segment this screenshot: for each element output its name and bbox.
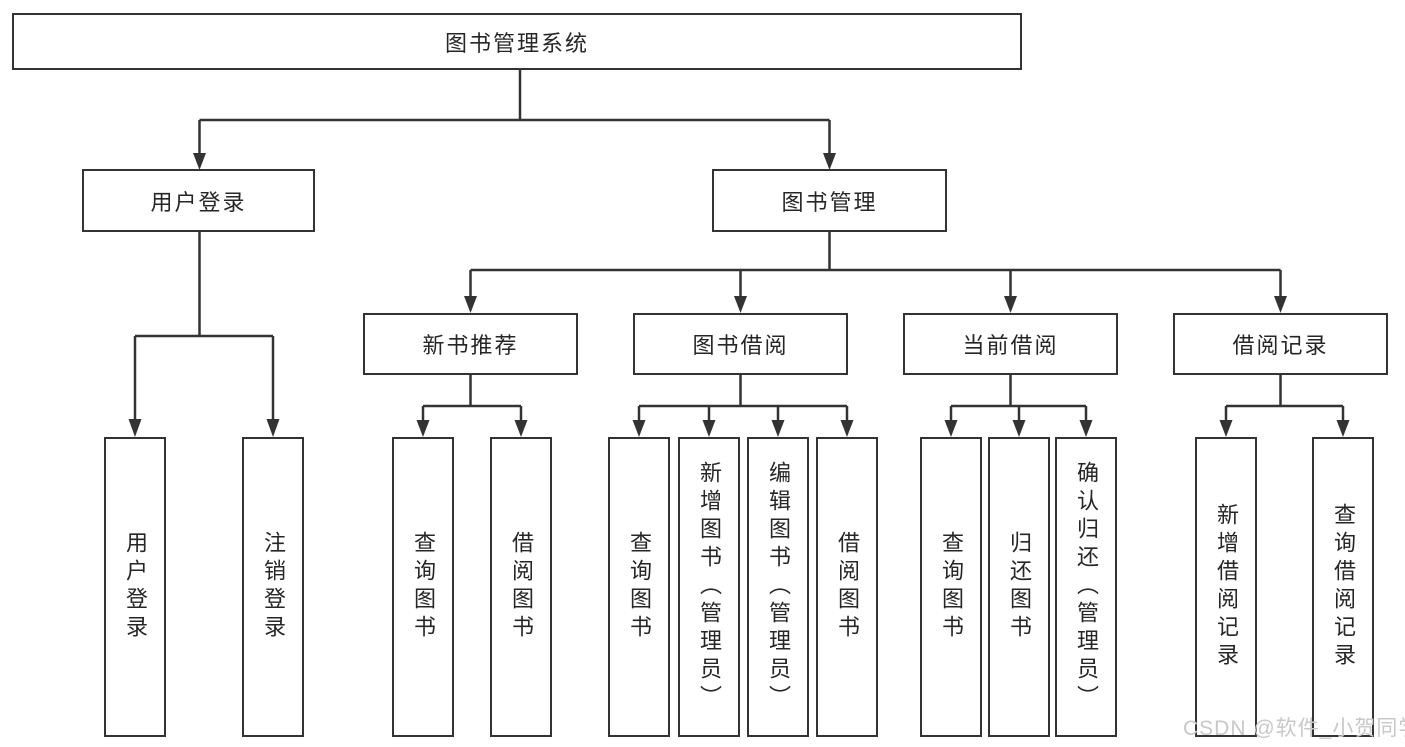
- leaf-confirm-return-admin-label: 确认归还（管理员）: [1074, 461, 1099, 713]
- leaf-borrow-books: 借阅图书: [816, 437, 878, 737]
- node-root-library-system: 图书管理系统: [12, 13, 1022, 70]
- leaf-query-books-borrow-label: 查询图书: [627, 531, 652, 643]
- leaf-add-books-admin-label: 新增图书（管理员）: [697, 461, 722, 713]
- leaf-user-login: 用户登录: [104, 437, 166, 737]
- leaf-query-books-recommend-label: 查询图书: [411, 531, 436, 643]
- node-user-login: 用户登录: [82, 169, 315, 232]
- connector-new-book-children: [416, 375, 528, 437]
- node-borrow-records: 借阅记录: [1173, 313, 1388, 375]
- node-new-book-recommend: 新书推荐: [363, 313, 578, 375]
- leaf-borrow-books-recommend-label: 借阅图书: [509, 531, 534, 643]
- node-book-management: 图书管理: [712, 169, 947, 232]
- leaf-return-books-label: 归还图书: [1007, 531, 1032, 643]
- leaf-borrow-books-label: 借阅图书: [835, 531, 860, 643]
- leaf-add-borrow-record-label: 新增借阅记录: [1214, 503, 1239, 671]
- connector-book-borrow-children: [632, 375, 854, 437]
- leaf-query-books-borrow: 查询图书: [608, 437, 670, 737]
- connector-borrow-records-children: [1219, 375, 1350, 437]
- leaf-borrow-books-recommend: 借阅图书: [490, 437, 552, 737]
- connector-current-borrow-children: [944, 375, 1093, 437]
- leaf-edit-books-admin-label: 编辑图书（管理员）: [766, 461, 791, 713]
- leaf-query-borrow-record-label: 查询借阅记录: [1331, 503, 1356, 671]
- leaf-logout-label: 注销登录: [261, 531, 286, 643]
- leaf-query-books-current: 查询图书: [920, 437, 982, 737]
- leaf-query-borrow-record: 查询借阅记录: [1312, 437, 1374, 737]
- leaf-query-books-recommend: 查询图书: [392, 437, 454, 737]
- csdn-watermark: CSDN @软件_小贺同学: [1183, 717, 1405, 740]
- node-book-borrow: 图书借阅: [633, 313, 848, 375]
- leaf-return-books: 归还图书: [988, 437, 1050, 737]
- leaf-user-login-label: 用户登录: [123, 531, 148, 643]
- connector-user-login-children: [128, 232, 280, 437]
- node-current-borrow: 当前借阅: [903, 313, 1118, 375]
- leaf-logout: 注销登录: [242, 437, 304, 737]
- leaf-add-books-admin: 新增图书（管理员）: [678, 437, 740, 737]
- leaf-confirm-return-admin: 确认归还（管理员）: [1055, 437, 1117, 737]
- connector-root-to-level2: [193, 70, 836, 170]
- leaf-edit-books-admin: 编辑图书（管理员）: [747, 437, 809, 737]
- connector-book-mgmt-children: [464, 232, 1287, 313]
- leaf-add-borrow-record: 新增借阅记录: [1195, 437, 1257, 737]
- leaf-query-books-current-label: 查询图书: [939, 531, 964, 643]
